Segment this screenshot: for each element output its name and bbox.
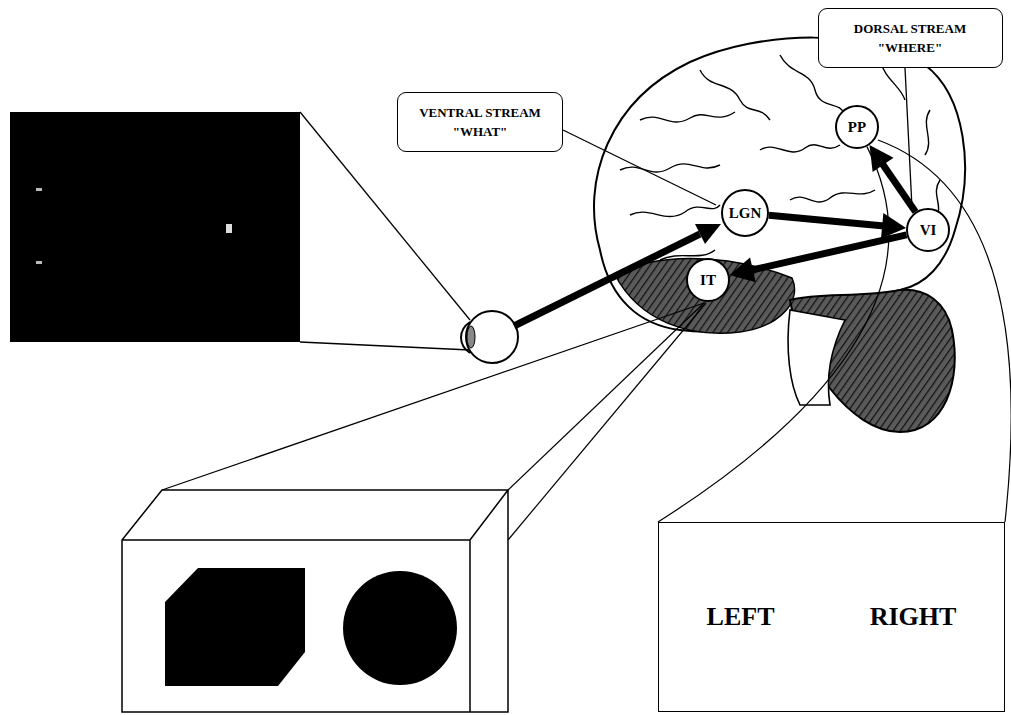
leader-line (563, 130, 716, 205)
brainstem (788, 310, 845, 405)
callout-box: DORSAL STREAM "WHERE" (818, 8, 1003, 68)
leader-line (508, 303, 706, 540)
optic-nerve (514, 234, 700, 326)
output-word: RIGHT (870, 602, 957, 632)
arrow-head (881, 213, 906, 238)
output-panel: LEFT RIGHT (658, 522, 1005, 712)
leader-line (508, 303, 704, 490)
arrow-head (695, 224, 721, 244)
area-label: VI (920, 222, 937, 239)
callout-box: VENTRAL STREAM "WHAT" (397, 92, 563, 152)
pathway-arrow (882, 163, 916, 212)
pathway-arrow (769, 215, 884, 226)
stimulus-screen (10, 112, 300, 342)
leader-line (300, 342, 470, 350)
output-word: LEFT (707, 602, 775, 632)
arrow-head (869, 145, 893, 172)
zoom-line (658, 147, 889, 522)
area-circle: PP (835, 105, 879, 149)
object-panel (122, 490, 508, 712)
callout-text: VENTRAL STREAM "WHAT" (410, 103, 550, 142)
area-circle: IT (686, 258, 730, 302)
stimulus-speck (36, 261, 42, 264)
pathway-arrow (751, 235, 907, 270)
area-label: IT (700, 272, 716, 289)
cube-shape (165, 568, 305, 686)
stimulus-speck (36, 188, 42, 191)
stimulus-speck (226, 224, 232, 233)
arrow-head (729, 257, 755, 282)
gyri (620, 55, 940, 260)
eye (466, 311, 518, 363)
leader-line (878, 140, 1011, 522)
area-label: PP (848, 119, 866, 136)
leader-line (162, 303, 704, 490)
callout-text: DORSAL STREAM "WHERE" (840, 19, 980, 58)
area-circle: LGN (721, 189, 769, 237)
area-circle: VI (906, 208, 950, 252)
area-label: LGN (729, 205, 762, 222)
circle-shape (343, 571, 457, 685)
leader-line (905, 68, 912, 208)
lens (467, 326, 475, 348)
